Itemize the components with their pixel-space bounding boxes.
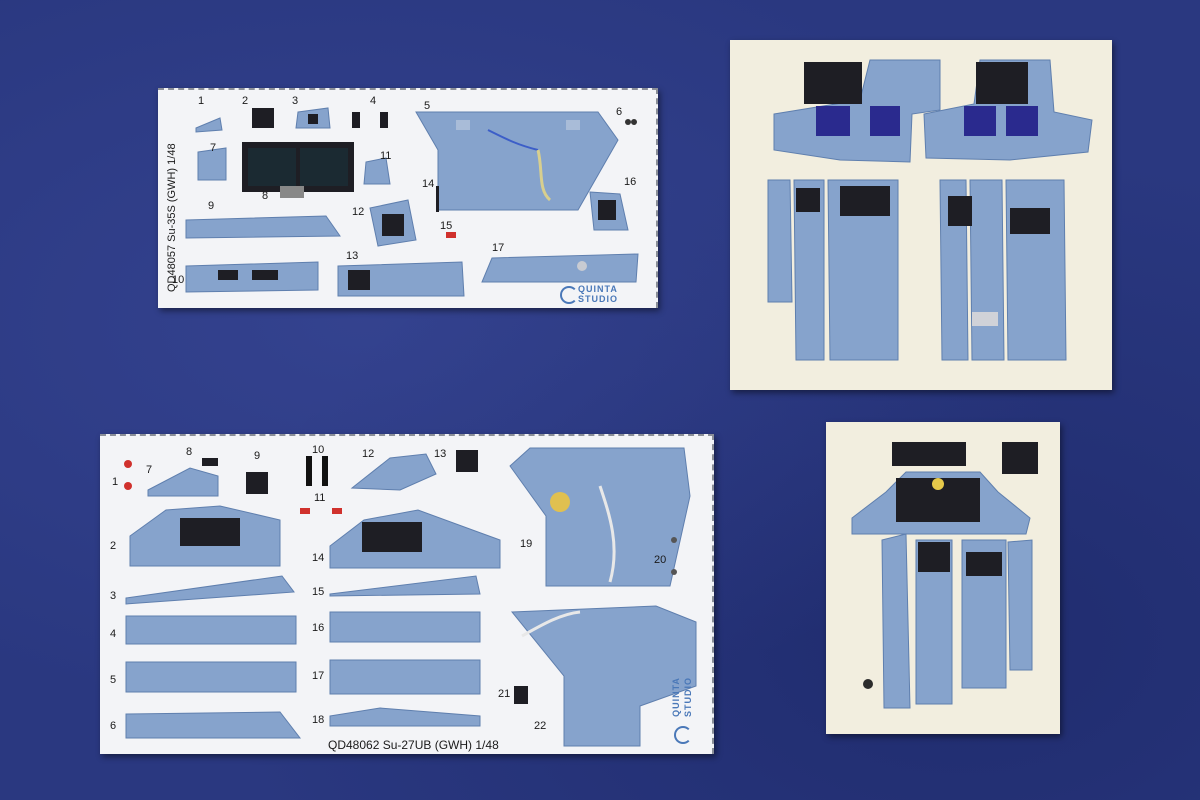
part-number: 4 xyxy=(370,95,377,107)
part-number: 13 xyxy=(434,448,447,460)
part-number: 2 xyxy=(110,540,117,552)
part-number: 4 xyxy=(110,628,117,640)
brand-name: QUINTA xyxy=(578,284,618,294)
part-number: 19 xyxy=(520,538,533,550)
brand-name: STUDIO xyxy=(578,294,619,304)
part-number: 6 xyxy=(616,106,623,118)
part-number: 15 xyxy=(312,586,325,598)
part-number: 7 xyxy=(146,464,153,476)
part-number: 15 xyxy=(440,220,453,232)
part-number: 7 xyxy=(210,142,217,154)
part-number: 21 xyxy=(498,688,511,700)
part-number: 3 xyxy=(292,95,299,107)
part-number: 1 xyxy=(198,95,205,107)
part-number: 9 xyxy=(254,450,261,462)
part-number: 22 xyxy=(534,720,547,732)
part-number: 9 xyxy=(208,200,215,212)
backing-bottom-parts xyxy=(851,442,1038,709)
part-number: 10 xyxy=(312,444,325,456)
part-number: 17 xyxy=(312,670,325,682)
sheet-code-label: QD48057 Su-35S (GWH) 1/48 xyxy=(166,143,178,292)
part-number: 5 xyxy=(424,100,431,112)
brand-name: STUDIO xyxy=(683,676,694,718)
part-number: 20 xyxy=(654,554,667,566)
part-number: 8 xyxy=(262,190,269,202)
part-number: 18 xyxy=(312,714,325,726)
part-number: 14 xyxy=(422,178,435,190)
brand-name: QUINTA xyxy=(670,677,681,717)
part-number: 16 xyxy=(624,176,637,188)
decal-sheet-backing-top xyxy=(730,40,1112,390)
sheet-su27ub-parts xyxy=(124,447,697,747)
part-number: 6 xyxy=(110,720,117,732)
quinta-logo-icon xyxy=(674,726,692,744)
part-number: 11 xyxy=(314,492,326,504)
part-number: 10 xyxy=(172,274,185,286)
sheet-su35s-parts xyxy=(185,107,639,297)
part-number: 12 xyxy=(362,448,375,460)
part-number: 11 xyxy=(380,150,392,162)
backing-top-parts xyxy=(767,59,1093,361)
part-number: 14 xyxy=(312,552,325,564)
quinta-logo-icon xyxy=(560,286,578,304)
part-number: 1 xyxy=(112,476,119,488)
part-number: 3 xyxy=(110,590,117,602)
part-number: 2 xyxy=(242,95,249,107)
part-number: 13 xyxy=(346,250,359,262)
decal-sheet-su35s: 1 2 3 4 5 6 7 8 9 10 11 12 13 14 15 16 1… xyxy=(158,88,658,308)
part-number: 17 xyxy=(492,242,505,254)
part-number: 8 xyxy=(186,446,193,458)
sheet-code-label: QD48062 Su-27UB (GWH) 1/48 xyxy=(328,738,499,752)
part-number: 16 xyxy=(312,622,325,634)
decal-sheet-su27ub: 1 2 3 4 5 6 7 8 9 10 11 12 13 14 15 16 1… xyxy=(100,434,714,754)
decal-sheet-backing-bottom xyxy=(826,422,1060,734)
part-number: 5 xyxy=(110,674,117,686)
part-number: 12 xyxy=(352,206,365,218)
